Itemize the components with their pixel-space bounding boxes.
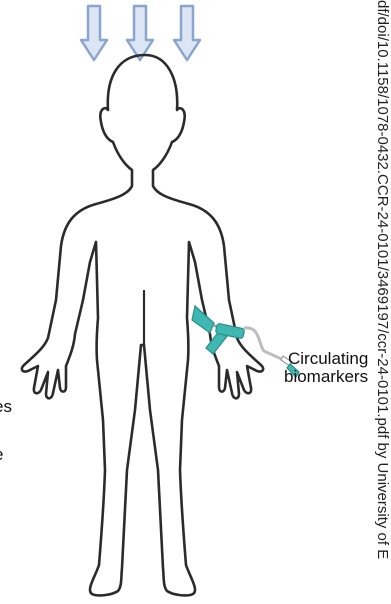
catheter-wing-left (192, 306, 214, 333)
blood-draw-catheter-icon (192, 306, 299, 377)
down-arrow-icon-group (81, 6, 200, 60)
cropped-left-label-2: e (0, 446, 3, 464)
down-arrow-icon (127, 6, 153, 60)
down-arrow-icon (81, 6, 107, 60)
biomarkers-label: biomarkers (284, 368, 368, 386)
down-arrow-icon (174, 6, 200, 60)
circulating-label: Circulating (288, 350, 368, 368)
cropped-left-label-1: es (0, 398, 12, 416)
side-download-text: df/doi/10.1158/1078-0432.CCR-24-0101/346… (374, 0, 391, 559)
side-download-watermark: df/doi/10.1158/1078-0432.CCR-24-0101/346… (372, 0, 391, 604)
